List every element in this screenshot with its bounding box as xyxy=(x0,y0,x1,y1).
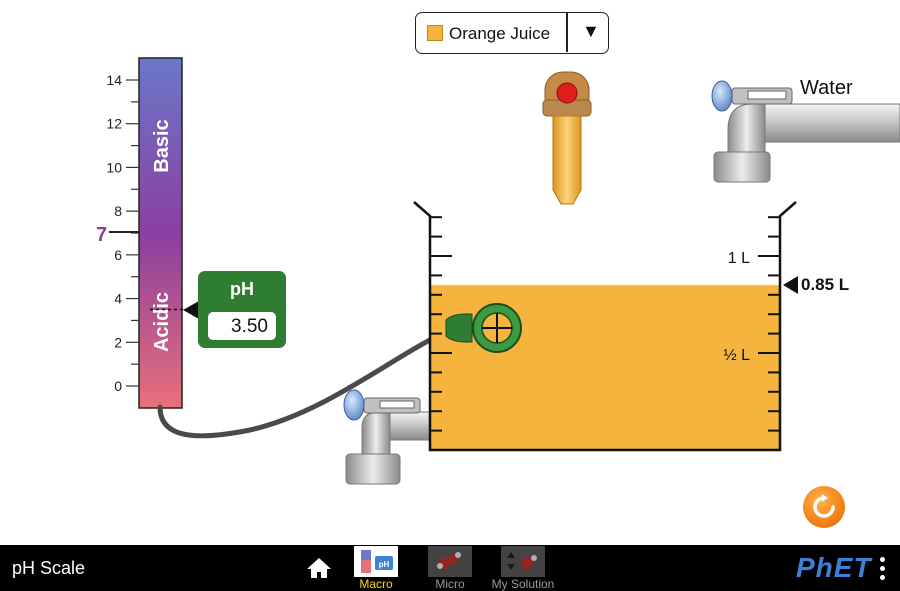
ph-tick-label: 0 xyxy=(114,378,122,394)
probe-cable xyxy=(157,325,458,439)
ph-tick-label: 12 xyxy=(106,116,122,132)
solute-selected-label: Orange Juice xyxy=(449,24,551,43)
ph-probe[interactable] xyxy=(445,303,522,353)
basic-label: Basic xyxy=(151,119,173,172)
neutral-label: 7 xyxy=(96,224,107,246)
scene-graphics: 14 12 10 8 6 4 2 0 7 Basic Acidic xyxy=(96,57,900,485)
beaker-mark-1l: 1 L xyxy=(728,250,750,267)
phet-brand-text: PhET xyxy=(796,552,872,583)
ph-scale-tick-labels: 14 12 10 8 6 4 2 0 xyxy=(106,72,122,394)
beaker-mark-half: ½ L xyxy=(723,347,750,364)
macro-screen-icon: pH xyxy=(354,546,398,577)
tab-my-solution-label: My Solution xyxy=(491,577,555,591)
volume-indicator-arrow xyxy=(783,276,798,295)
ph-scale-ticks xyxy=(126,79,139,387)
ph-scale-bar xyxy=(138,57,183,409)
dropdown-divider xyxy=(566,13,568,52)
acidic-label: Acidic xyxy=(151,292,173,352)
phet-logo[interactable]: PhET xyxy=(796,554,872,582)
water-label: Water xyxy=(800,77,853,99)
beaker-ticks xyxy=(430,216,780,432)
home-icon[interactable] xyxy=(306,557,332,579)
ph-value: 3.50 xyxy=(231,316,268,337)
ph-meter-display: pH 3.50 xyxy=(198,271,286,348)
tab-macro-label: Macro xyxy=(359,577,393,591)
ph-tick-label: 4 xyxy=(114,291,122,307)
solute-dropper[interactable] xyxy=(542,71,592,205)
volume-label: 0.85 L xyxy=(801,275,850,295)
dropdown-arrow-icon[interactable]: ▼ xyxy=(582,21,600,41)
solute-color-swatch xyxy=(427,25,443,41)
ph-meter-title: pH xyxy=(230,279,254,299)
water-faucet[interactable] xyxy=(711,80,900,183)
ph-tick-label: 6 xyxy=(114,247,122,263)
tab-micro-label: Micro xyxy=(435,577,465,591)
solute-dropdown[interactable]: Orange Juice ▼ xyxy=(415,12,609,54)
reset-icon xyxy=(813,494,835,518)
tab-macro[interactable]: pH Macro xyxy=(351,545,401,591)
ph-tick-label: 10 xyxy=(106,159,122,175)
ph-meter-pointer xyxy=(183,300,199,319)
dropper-button[interactable] xyxy=(556,82,578,104)
sim-title: pH Scale xyxy=(12,558,86,578)
svg-text:pH: pH xyxy=(379,560,390,569)
ph-tick-label: 8 xyxy=(114,203,122,219)
ph-value-box: 3.50 xyxy=(208,312,276,340)
ph-tick-label: 14 xyxy=(106,72,122,88)
reset-all-button[interactable] xyxy=(803,486,845,528)
ph-tick-label: 2 xyxy=(114,334,122,350)
drain-faucet[interactable] xyxy=(343,389,431,485)
micro-screen-icon xyxy=(428,546,472,577)
my-solution-screen-icon xyxy=(501,546,545,577)
kebab-menu-icon[interactable] xyxy=(880,557,886,581)
tab-micro[interactable]: Micro xyxy=(425,545,475,591)
sim-play-area: 14 12 10 8 6 4 2 0 7 Basic Acidic xyxy=(96,12,900,528)
navigation-bar: pH Scale pH Macro Micro xyxy=(0,545,900,591)
beaker-outline xyxy=(413,201,797,452)
tab-my-solution[interactable]: My Solution xyxy=(488,545,558,591)
